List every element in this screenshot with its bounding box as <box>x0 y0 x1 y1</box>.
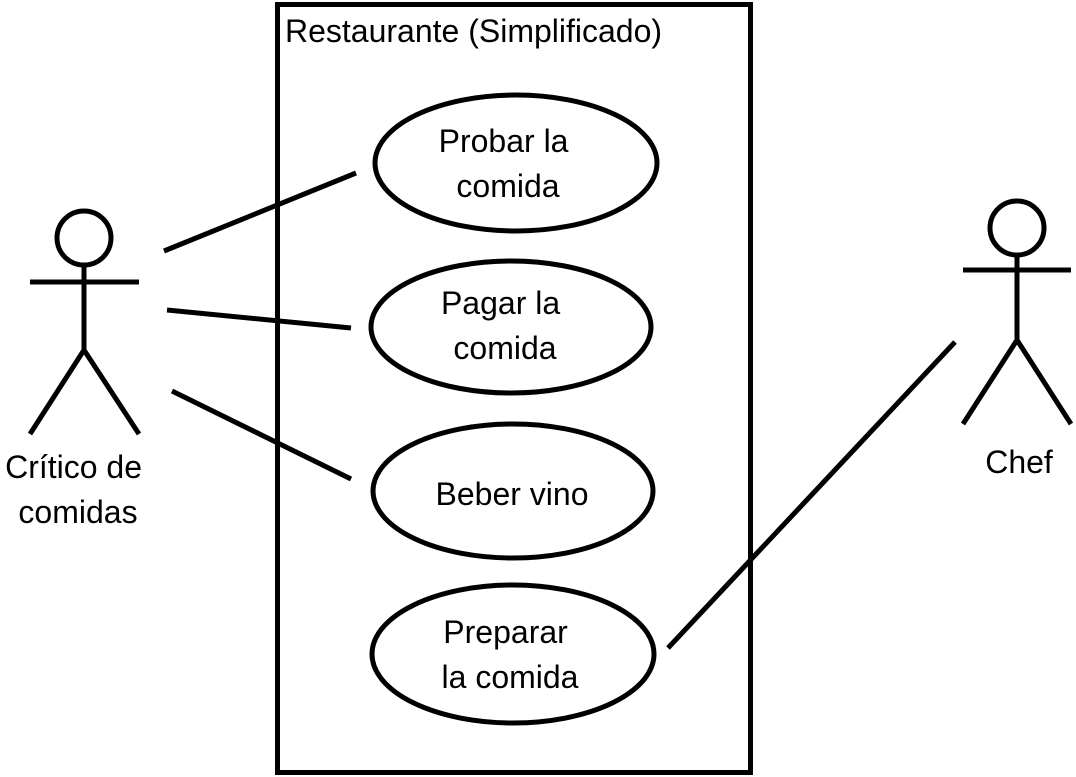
use-case-label-line: la comida <box>442 659 579 695</box>
use-case-label: Probar la comida <box>439 123 578 204</box>
actor-label-line: comidas <box>18 494 137 530</box>
system-title: Restaurante (Simplificado) <box>285 13 662 49</box>
actor-label-line: Crítico de <box>5 449 142 485</box>
association-critico-beber <box>170 388 353 482</box>
use-case-label-line: comida <box>453 330 556 366</box>
actor-right-leg <box>1014 338 1074 426</box>
stick-figure-icon <box>960 198 1074 426</box>
association-critico-pagar <box>166 307 352 331</box>
use-case-label: Pagar la comida <box>441 285 569 366</box>
actor-left-leg <box>960 338 1020 426</box>
use-case-probar[interactable]: Probar la comida <box>372 92 660 234</box>
actor-left-leg <box>27 348 87 436</box>
actor-head <box>54 208 114 268</box>
associations <box>163 170 957 650</box>
actor-label: Chef <box>985 444 1053 480</box>
association-critico-probar <box>163 170 357 254</box>
actor-label-line: Chef <box>985 444 1053 480</box>
use-case-ellipse <box>369 582 657 726</box>
use-case-ellipse <box>372 92 660 234</box>
actor-head <box>987 198 1047 258</box>
use-case-label-line: Pagar la <box>441 285 560 321</box>
actor-critico[interactable]: Crítico de comidas <box>5 208 151 530</box>
use-case-beber[interactable]: Beber vino <box>370 421 656 561</box>
actor-chef[interactable]: Chef <box>960 198 1074 480</box>
actor-label: Crítico de comidas <box>5 449 151 530</box>
use-case-label: Beber vino <box>436 476 589 512</box>
use-case-label-line: Probar la <box>439 123 569 159</box>
use-case-label-line: Preparar <box>443 614 568 650</box>
use-case-label: Preparar la comida <box>442 614 579 695</box>
system-boundary: Restaurante (Simplificado) <box>275 2 753 775</box>
use-case-ellipse <box>368 258 654 396</box>
actor-right-leg <box>81 348 142 436</box>
use-case-preparar[interactable]: Preparar la comida <box>369 582 657 726</box>
use-case-ellipse <box>370 421 656 561</box>
use-case-label-line: comida <box>456 168 559 204</box>
stick-figure-icon <box>27 208 142 436</box>
use-case-label-line: Beber vino <box>436 476 589 512</box>
association-chef-preparar <box>666 340 957 650</box>
system-boundary-box <box>275 2 753 775</box>
use-case-pagar[interactable]: Pagar la comida <box>368 258 654 396</box>
